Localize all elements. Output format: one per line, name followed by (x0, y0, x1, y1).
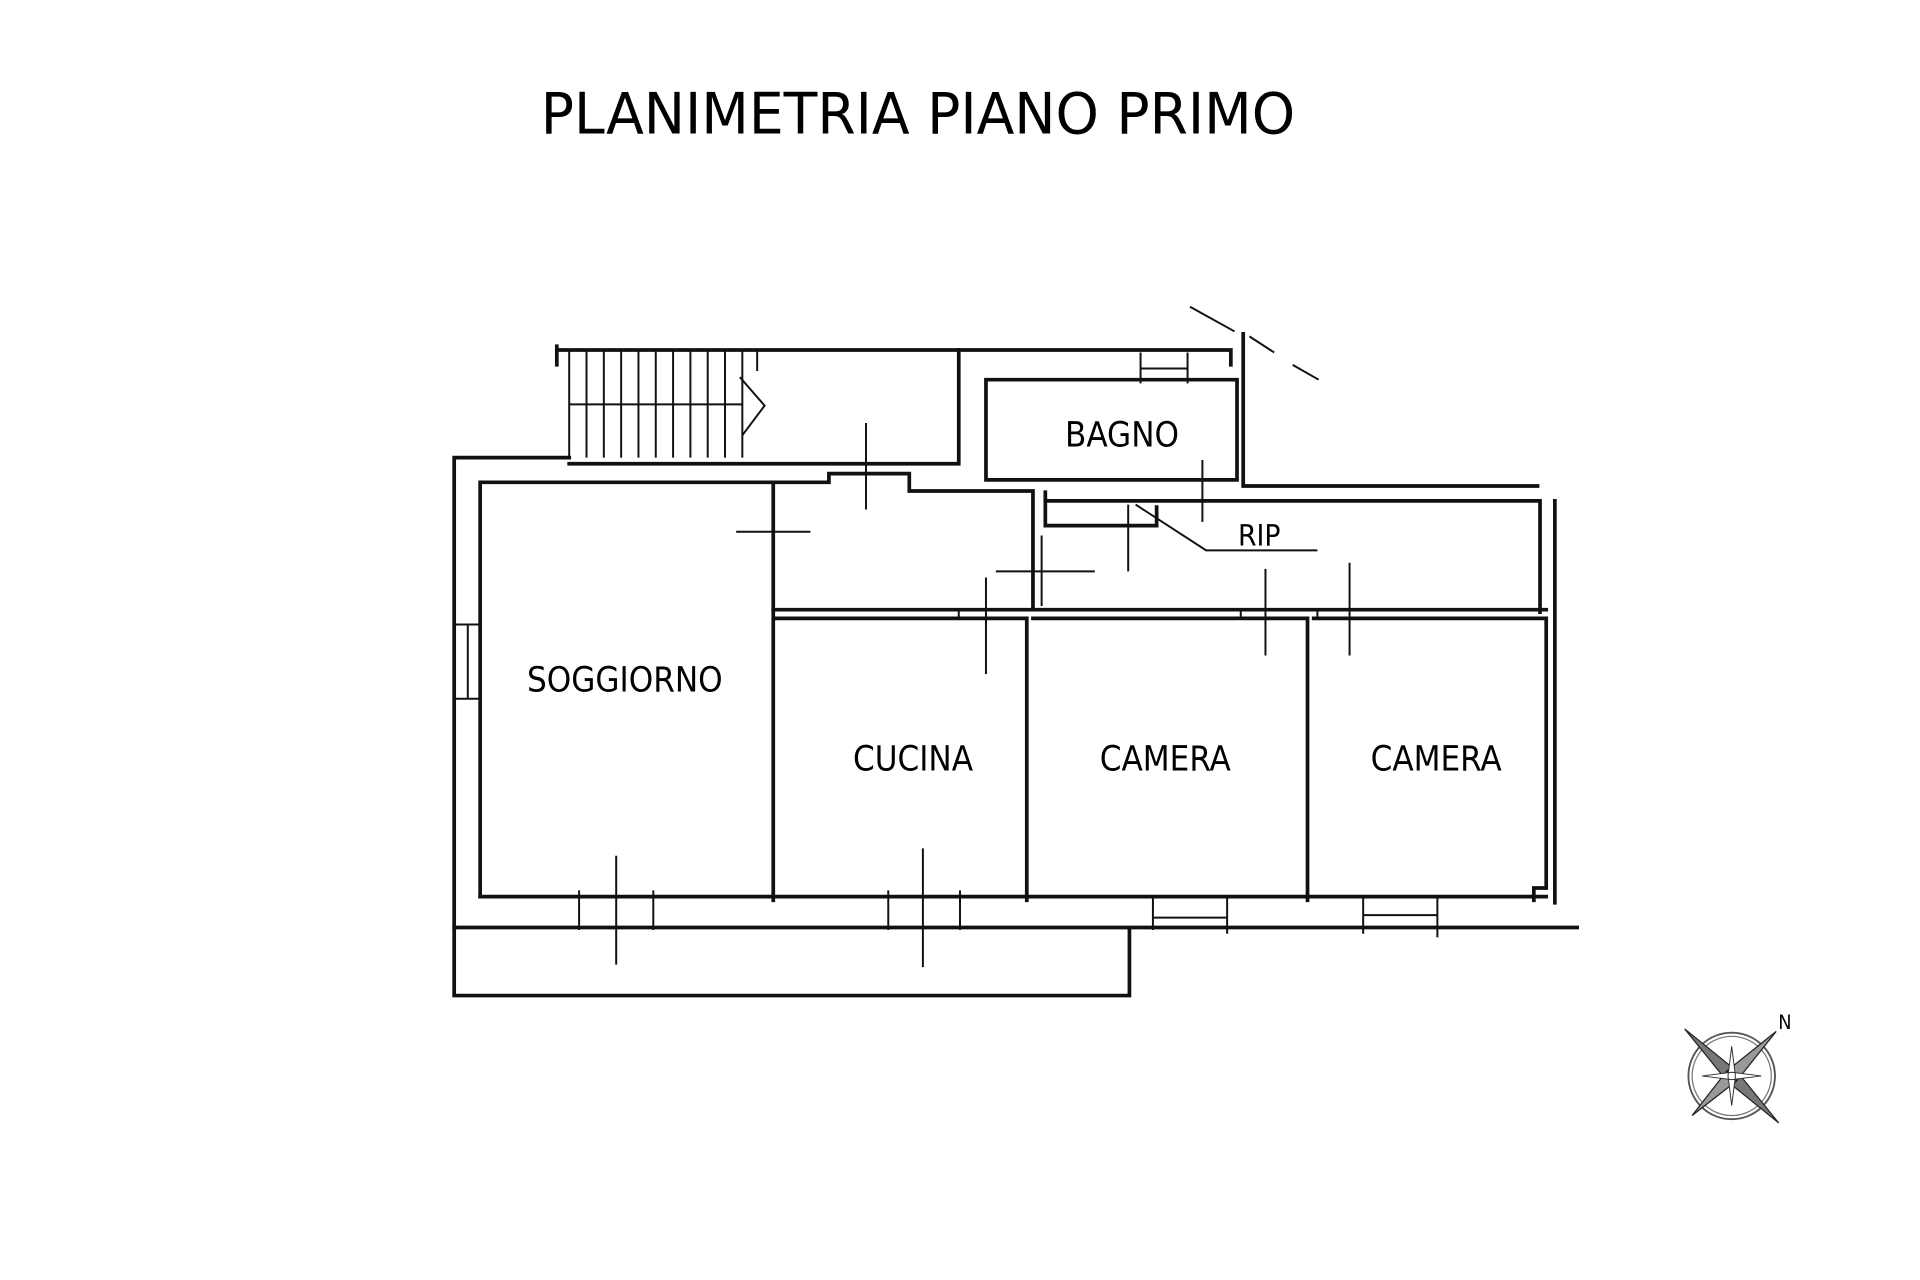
room-label-camera: CAMERA (1100, 739, 1232, 779)
room-label-cucina: CUCINA (853, 739, 974, 779)
compass-north-label: N (1778, 1011, 1791, 1034)
walls (452, 305, 1579, 998)
plan-title: PLANIMETRIA PIANO PRIMO (541, 82, 1295, 148)
compass-rose-icon (1684, 1028, 1780, 1124)
room-label-soggiorno: SOGGIORNO (527, 660, 723, 700)
room-labels: BAGNO RIP SOGGIORNO CUCINA CAMERA CAMERA (527, 415, 1502, 779)
room-label-bagno: BAGNO (1065, 415, 1179, 455)
room-label-camera: CAMERA (1371, 739, 1503, 779)
room-label-rip: RIP (1238, 517, 1281, 552)
